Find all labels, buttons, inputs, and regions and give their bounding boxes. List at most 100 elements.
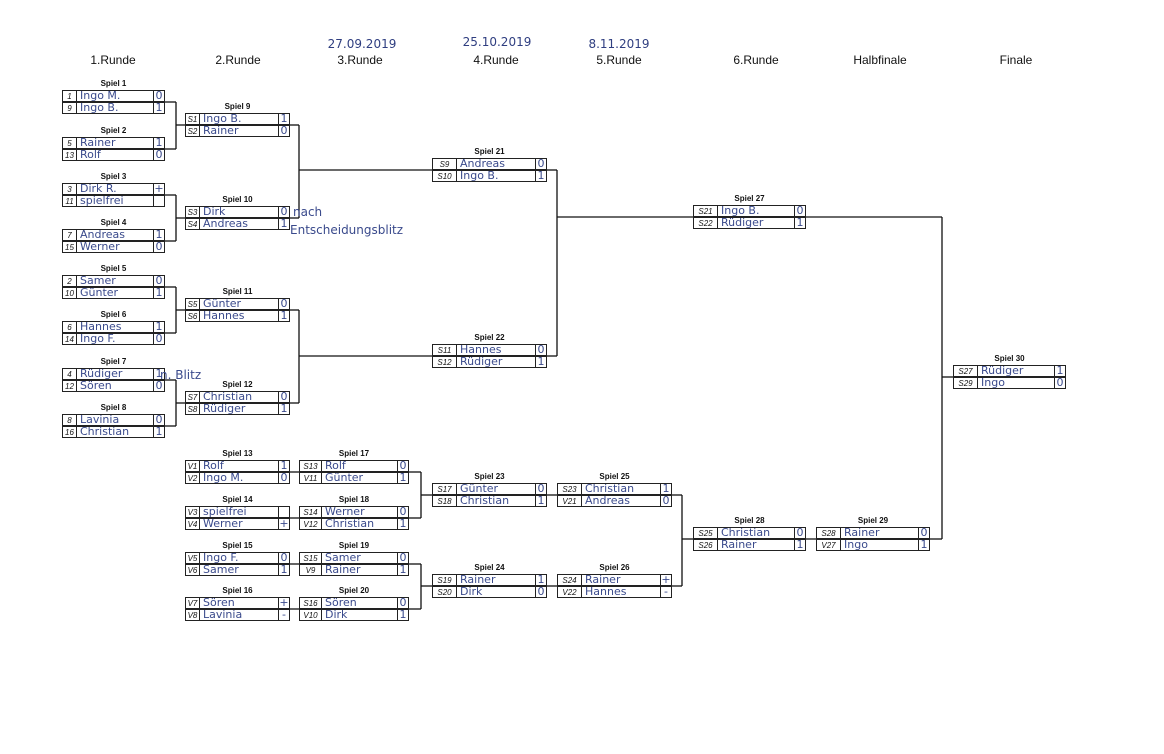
player-name: Dirk — [460, 587, 483, 597]
player-name: Rainer — [203, 126, 239, 136]
slot-code: S11 — [433, 345, 457, 355]
player-name: Andreas — [585, 496, 630, 506]
match-title: Spiel 20 — [338, 586, 370, 595]
player-name: Günter — [325, 473, 364, 483]
match-title: Spiel 11 — [222, 287, 253, 296]
player-score: 1 — [1054, 365, 1065, 376]
player-name: Christian — [325, 519, 375, 529]
player-score: 1 — [278, 113, 289, 124]
tiebreak-note-line-1: nach — [293, 205, 323, 219]
player-name: Rüdiger — [80, 369, 123, 379]
slot-code: S23 — [558, 484, 582, 494]
player-name: Rainer — [80, 138, 116, 148]
player-name: Hannes — [460, 345, 502, 355]
player-score: 1 — [397, 609, 408, 620]
player-name: Rainer — [844, 528, 880, 538]
player-name: Werner — [203, 519, 243, 529]
slot-code: 5 — [63, 138, 77, 148]
player-score: 0 — [535, 344, 546, 355]
player-name: Rüdiger — [203, 404, 246, 414]
slot-code: S7 — [186, 392, 200, 402]
player-score: 0 — [1054, 377, 1065, 388]
player-name: Rolf — [203, 461, 224, 471]
player-score: 0 — [535, 586, 546, 597]
slot-code: 14 — [63, 334, 77, 344]
match-title: Spiel 23 — [474, 472, 505, 481]
match-title: Spiel 28 — [734, 516, 765, 525]
slot-code: S28 — [817, 528, 841, 538]
player-score: 1 — [278, 310, 289, 321]
player-name: Christian — [80, 427, 130, 437]
player-name: Rainer — [460, 575, 496, 585]
player-score: 1 — [153, 368, 164, 379]
slot-code: 4 — [63, 369, 77, 379]
player-name: Samer — [80, 276, 116, 286]
player-name: Sören — [325, 598, 357, 608]
slot-code: S20 — [433, 587, 457, 597]
player-score: + — [660, 573, 671, 586]
match-title: Spiel 6 — [100, 310, 127, 319]
match-title: Spiel 21 — [474, 147, 505, 156]
semifinal-label: Halbfinale — [853, 53, 907, 67]
player-name: Ingo B. — [460, 171, 499, 181]
slot-code: V5 — [186, 553, 200, 563]
slot-code: S12 — [433, 357, 457, 367]
player-name: Dirk — [325, 610, 348, 620]
player-score: 0 — [535, 483, 546, 494]
round-6-label: 6.Runde — [733, 53, 779, 67]
player-score: 0 — [153, 333, 164, 344]
slot-code: S22 — [694, 218, 718, 228]
slot-code: V12 — [300, 519, 322, 529]
player-score: 0 — [397, 597, 408, 608]
player-name: Sören — [203, 598, 235, 608]
player-name: Ingo B. — [80, 103, 119, 113]
match-title: Spiel 18 — [338, 495, 370, 504]
player-score: 1 — [535, 495, 546, 506]
slot-code: V21 — [558, 496, 582, 506]
player-score: 1 — [794, 539, 805, 550]
player-score: 0 — [278, 552, 289, 563]
match-title: Spiel 16 — [222, 586, 253, 595]
match-title: Spiel 22 — [474, 333, 505, 342]
tiebreak-note-line-2: Entscheidungsblitz — [290, 223, 404, 237]
player-name: Dirk — [203, 207, 226, 217]
player-name: Hannes — [585, 587, 627, 597]
player-name: Andreas — [80, 230, 125, 240]
player-name: Ingo B. — [203, 114, 242, 124]
player-score: 1 — [153, 137, 164, 148]
player-name: Werner — [80, 242, 120, 252]
player-name: Ingo B. — [721, 206, 760, 216]
match-title: Spiel 9 — [224, 102, 251, 111]
round-4-date: 25.10.2019 — [462, 35, 532, 49]
